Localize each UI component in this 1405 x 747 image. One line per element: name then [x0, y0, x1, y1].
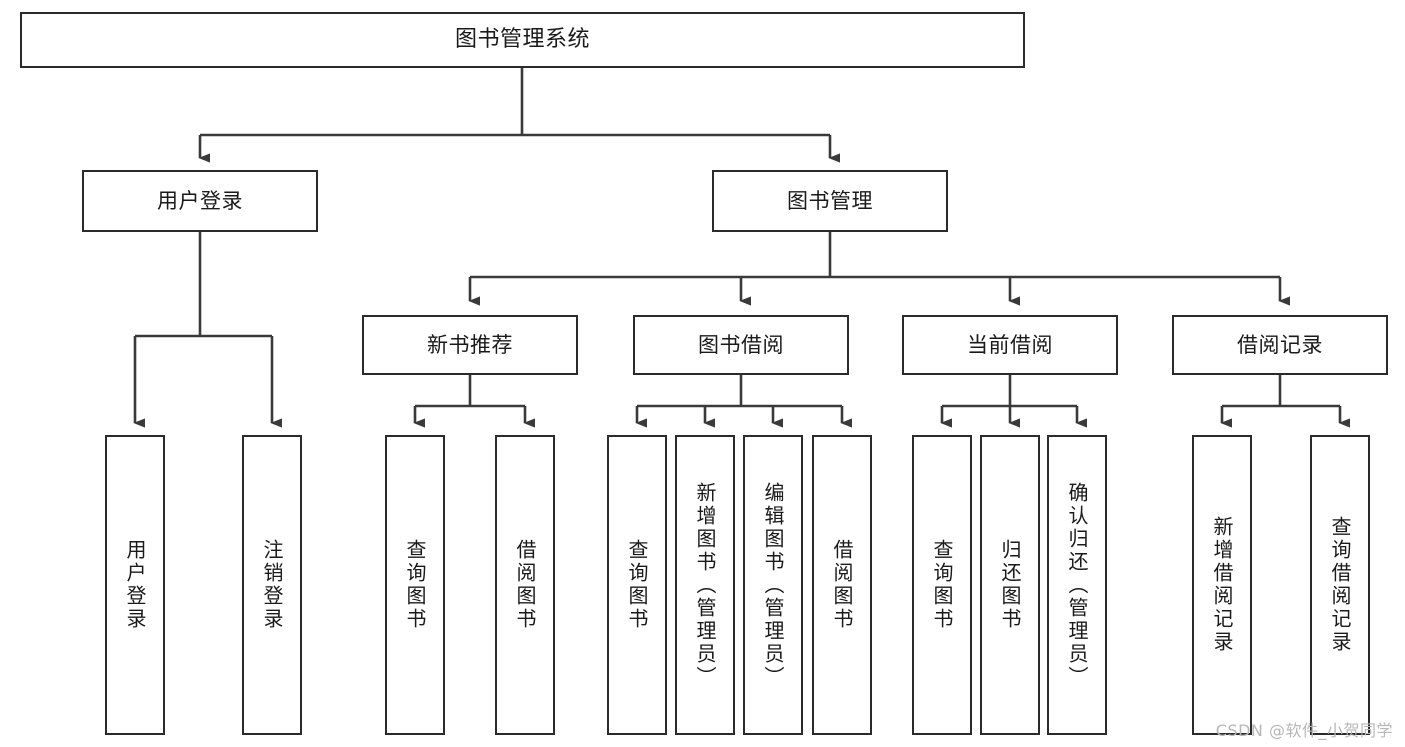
node-label: 用户登录 — [157, 188, 243, 213]
node-label: 图书管理 — [787, 188, 873, 213]
node-label: 借阅图书 — [513, 539, 537, 631]
node-label: 图书借阅 — [698, 332, 784, 357]
node-label: 借阅记录 — [1237, 332, 1323, 357]
node-label: 新增借阅记录 — [1210, 516, 1234, 654]
node-label: 确认归还（管理员） — [1065, 481, 1089, 689]
node-label: 当前借阅 — [967, 332, 1053, 357]
leaf-book-borrow-borrow-book[interactable]: 借阅图书 — [812, 435, 872, 735]
node-label: 用户登录 — [123, 539, 147, 631]
leaf-new-book-query-book[interactable]: 查询图书 — [385, 435, 445, 735]
node-borrow-records[interactable]: 借阅记录 — [1172, 315, 1388, 375]
node-book-borrow[interactable]: 图书借阅 — [633, 315, 849, 375]
node-label: 图书管理系统 — [454, 27, 590, 53]
leaf-current-borrow-confirm-return-admin[interactable]: 确认归还（管理员） — [1047, 435, 1107, 735]
node-user-login[interactable]: 用户登录 — [82, 170, 318, 232]
leaf-borrow-records-add-record[interactable]: 新增借阅记录 — [1192, 435, 1252, 735]
node-label: 查询借阅记录 — [1328, 516, 1352, 654]
leaf-current-borrow-return-book[interactable]: 归还图书 — [980, 435, 1040, 735]
node-label: 新增图书（管理员） — [693, 481, 717, 689]
leaf-borrow-records-query-record[interactable]: 查询借阅记录 — [1310, 435, 1370, 735]
leaf-book-borrow-add-book-admin[interactable]: 新增图书（管理员） — [675, 435, 735, 735]
node-label: 归还图书 — [998, 539, 1022, 631]
leaf-new-book-borrow-book[interactable]: 借阅图书 — [495, 435, 555, 735]
node-root-book-management-system[interactable]: 图书管理系统 — [20, 12, 1025, 68]
leaf-user-login-login[interactable]: 用户登录 — [105, 435, 165, 735]
node-label: 借阅图书 — [830, 539, 854, 631]
node-label: 查询图书 — [930, 539, 954, 631]
leaf-current-borrow-query-book[interactable]: 查询图书 — [912, 435, 972, 735]
node-new-book-recommend[interactable]: 新书推荐 — [362, 315, 578, 375]
node-label: 新书推荐 — [427, 332, 513, 357]
node-label: 查询图书 — [625, 539, 649, 631]
node-label: 注销登录 — [260, 539, 284, 631]
node-book-management[interactable]: 图书管理 — [712, 170, 948, 232]
node-label: 查询图书 — [403, 539, 427, 631]
node-current-borrow[interactable]: 当前借阅 — [902, 315, 1118, 375]
node-label: 编辑图书（管理员） — [761, 481, 785, 689]
leaf-book-borrow-query-book[interactable]: 查询图书 — [607, 435, 667, 735]
leaf-user-login-logout[interactable]: 注销登录 — [242, 435, 302, 735]
leaf-book-borrow-edit-book-admin[interactable]: 编辑图书（管理员） — [743, 435, 803, 735]
